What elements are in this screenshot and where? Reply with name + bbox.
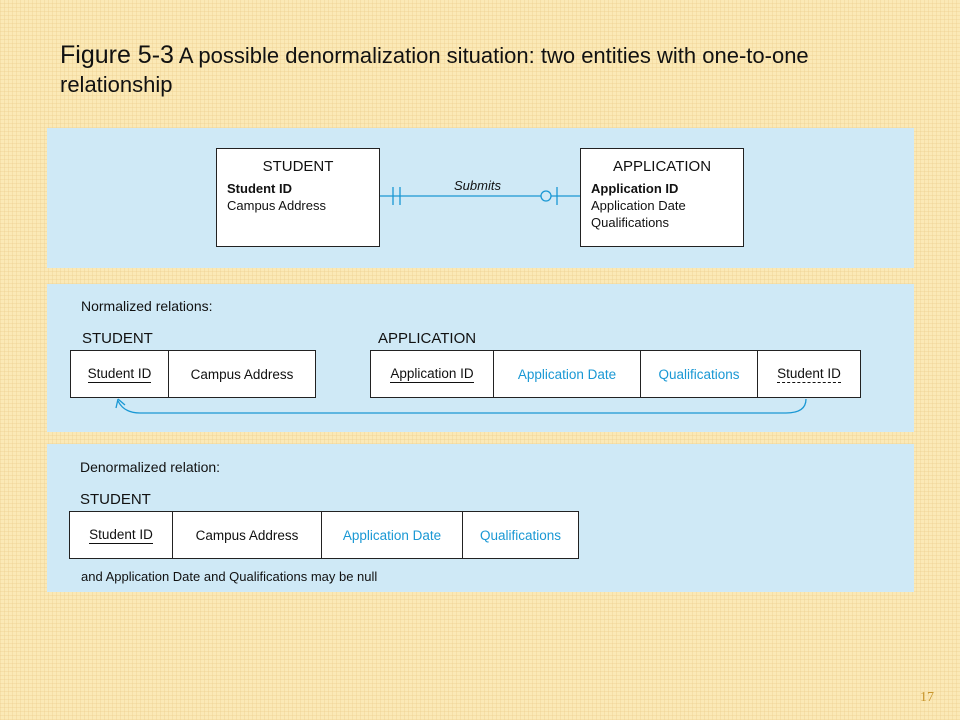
primary-key-field: Application ID	[390, 365, 474, 383]
relation-cell: Student ID	[70, 512, 173, 558]
field: Qualifications	[658, 366, 740, 382]
relation-cell: Application Date	[494, 351, 641, 397]
relation-cell: Campus Address	[173, 512, 322, 558]
field: Application Date	[517, 366, 617, 382]
denormalized-student-name: STUDENT	[80, 491, 151, 508]
relation-cell: Student ID	[758, 351, 860, 397]
primary-key-field: Student ID	[87, 365, 152, 383]
normalized-application-name: APPLICATION	[378, 330, 477, 347]
null-note: and Application Date and Qualifications …	[81, 569, 378, 584]
field: Application Date	[342, 527, 442, 543]
relation-cell: Student ID	[71, 351, 169, 397]
denormalized-student-relation: Student ID Campus Address Application Da…	[69, 511, 579, 559]
entity-name: APPLICATION	[612, 158, 712, 175]
application-relation: Application ID Application Date Qualific…	[370, 350, 861, 398]
er-diagram-panel: STUDENT Student ID Campus Address APPLIC…	[47, 128, 914, 268]
student-relation: Student ID Campus Address	[70, 350, 316, 398]
denormalized-label: Denormalized relation:	[80, 459, 221, 475]
normalized-student-name: STUDENT	[82, 330, 153, 347]
normalized-label: Normalized relations:	[81, 298, 213, 314]
relation-cell: Qualifications	[463, 512, 578, 558]
slide-title: Figure 5-3 A possible denormalization si…	[60, 40, 920, 99]
relation-cell: Application Date	[322, 512, 463, 558]
figure-number: Figure 5-3	[60, 41, 174, 69]
figure-caption: A possible denormalization situation: tw…	[60, 43, 809, 98]
field: Campus Address	[190, 366, 294, 382]
field: Qualifications	[479, 527, 562, 543]
normalized-relations-panel: Normalized relations: STUDENT APPLICATIO…	[47, 284, 914, 432]
page-number: 17	[920, 690, 934, 705]
relationship-name: Submits	[454, 178, 501, 193]
entity-name: STUDENT	[262, 158, 334, 175]
submits-relationship-line	[380, 187, 580, 205]
relation-cell: Campus Address	[169, 351, 315, 397]
field: Campus Address	[195, 527, 299, 543]
entity-attribute: Application Date	[591, 198, 686, 213]
relation-cell: Qualifications	[641, 351, 758, 397]
denormalized-relation-panel: Denormalized relation: STUDENT Student I…	[47, 444, 914, 592]
foreign-key-field: Student ID	[777, 365, 841, 383]
entity-primary-key: Application ID	[591, 181, 679, 196]
student-entity: STUDENT Student ID Campus Address	[216, 148, 380, 247]
primary-key-field: Student ID	[89, 526, 153, 544]
foreign-key-reference-arrow	[115, 398, 807, 414]
application-entity: APPLICATION Application ID Application D…	[580, 148, 744, 247]
entity-primary-key: Student ID	[227, 181, 292, 196]
entity-attribute: Campus Address	[227, 198, 326, 213]
entity-attribute: Qualifications	[591, 215, 670, 230]
relation-cell: Application ID	[371, 351, 494, 397]
